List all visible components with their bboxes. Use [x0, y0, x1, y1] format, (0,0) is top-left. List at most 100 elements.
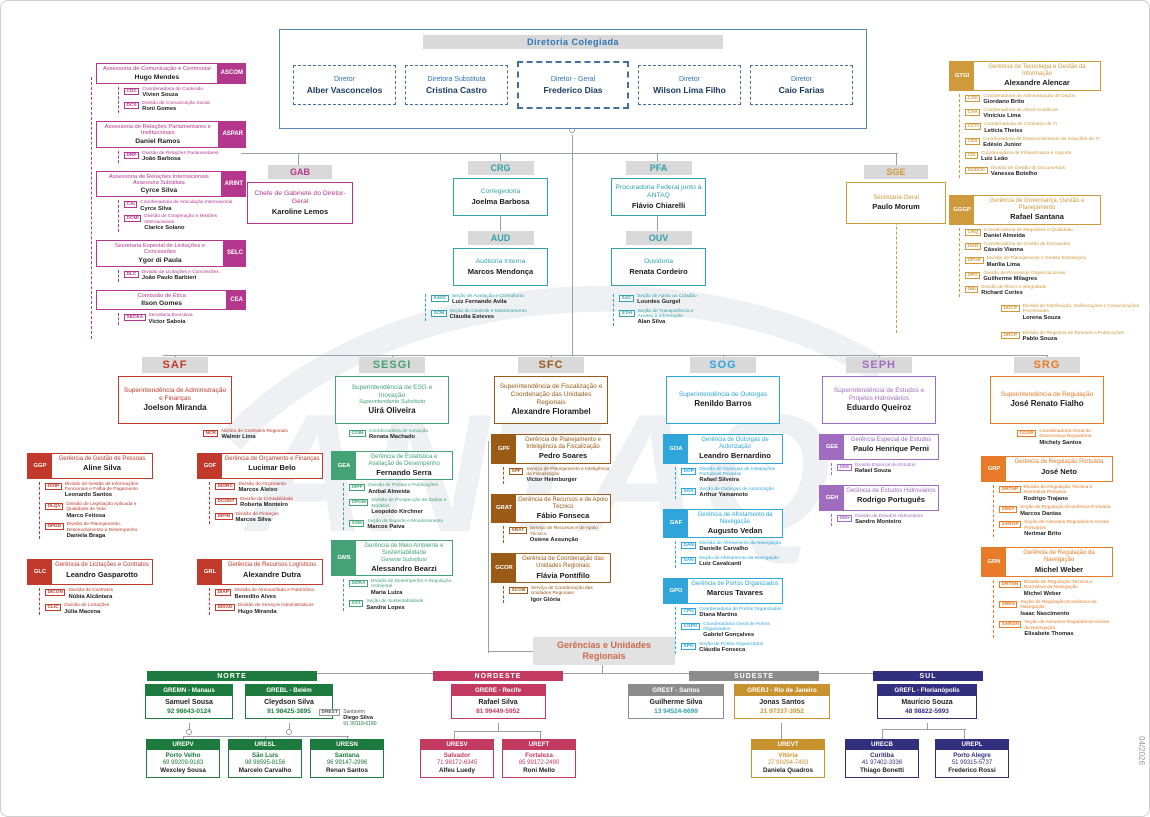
sub-unit-manager: Daniel Almeida [983, 232, 1026, 239]
regional-office: GREST - Santos Guilherme Silva 13 94524-… [628, 684, 724, 719]
director-card: Diretor - Geral Frederico Dias [517, 61, 629, 109]
region-group: SUDESTE GREST - Santos Guilherme Silva 1… [619, 671, 837, 778]
sub-unit-manager: Giordano Brito [983, 98, 1025, 105]
sge-title: Secretaria Geral [873, 194, 919, 202]
superintendency-title: Superintendência de Estudos e Projetos H… [833, 387, 925, 402]
unit-office-city: São Luís [251, 751, 279, 759]
unit-office-code: UREVT [752, 739, 824, 750]
sub-unit-code: DIAP [215, 589, 232, 597]
superintendency-units: GGP Gerência de Gestão de Pessoas Aline … [27, 452, 323, 625]
director-role: Diretor [790, 75, 812, 83]
unit-title: Auditoria Interna [475, 258, 526, 266]
sub-unit-code: DPGE [965, 257, 984, 265]
gerencia-group: GRP Gerência de Regulação Portuária José… [981, 456, 1113, 538]
unit-office: UREVT Vitória 27 99294-7493 Daniela Quad… [751, 738, 825, 778]
superintendency-box: Superintendência de Outorgas Renildo Bar… [666, 376, 780, 424]
superintendency-box: Superintendência de ESG e Inovação Super… [335, 376, 449, 424]
regional-office: GREBL - Belém Cleydson Silva 91 98425-38… [245, 684, 333, 719]
regional-office: GREFL - Florianópolis Maurício Souza 48 … [877, 684, 977, 719]
unit-office-manager: Frederico Rossi [948, 766, 996, 774]
unit-office-city: Porto Alegre [953, 751, 991, 759]
unit-box: Assessoria de Relações Internacionais As… [96, 170, 246, 198]
central-unit: CRG Corregedoria Joelma Barbosa [453, 161, 548, 224]
unit-office-city: Vitória [778, 751, 798, 759]
gerencia-title: Gerência de Estudos Hidroviários [846, 487, 936, 494]
superintendency-box: Superintendência de Administração e Fina… [118, 376, 232, 424]
gerencia-code-tag: GCOR [492, 554, 516, 582]
unit-office-code: UREPV [147, 739, 219, 750]
sub-unit-code: CGPO [681, 622, 701, 630]
sub-unit-manager: Arthur Yamamoto [699, 491, 748, 498]
region-unit-offices: UREVT Vitória 27 99294-7493 Daniela Quad… [619, 738, 825, 778]
gerencia-code-tag: GGP [28, 453, 52, 478]
director-card: Diretor Caio Farias [750, 65, 853, 105]
sub-unit-title: Coordenadoria de Articulação Internacion… [140, 200, 233, 206]
sub-unit-code: STAI [619, 309, 635, 317]
superintendency-column: SAF Superintendência de Administração e … [27, 357, 323, 625]
unit-office: URESL São Luís 98 98595-8156 Marcelo Car… [228, 738, 302, 778]
sub-office-code: DREST [319, 709, 341, 716]
sub-unit-manager: Júlia Macena [64, 608, 101, 615]
aide-unit: CGGR Coordenadoria Geral de Governança R… [1017, 429, 1113, 446]
unit-children: CAI Coordenadoria de Articulação Interna… [118, 200, 246, 232]
sub-unit-title: Serviço de Planejamento e Inteligência d… [526, 466, 610, 477]
connector-line [91, 77, 92, 339]
sub-unit-code: SPF [509, 467, 524, 475]
sub-unit-manager: Richard Cortes [981, 290, 1023, 297]
sub-unit-manager: Victor Saboia [148, 318, 186, 325]
gerencia-children: DRTNP Divisão de Regulação Técnica e Nor… [993, 485, 1113, 538]
director-name: Caio Farias [778, 84, 825, 95]
sub-unit-code: DRP [124, 151, 140, 159]
sub-unit: SAC Seção de Apoio ao Cidadão Lourdes Gu… [619, 294, 706, 306]
unit-office: UREFT Fortaleza 85 99172-2490 Roni Mello [502, 738, 576, 778]
sub-unit: SPO Seção de Portos Organizados Cláudia … [681, 642, 783, 654]
gerencia-manager: Augusto Vedan [707, 525, 763, 535]
unit-code: PFA [625, 161, 692, 175]
gerencia-children: DIAP Divisão de Almoxarifado e Patrimôni… [209, 588, 323, 616]
sub-unit-title: Divisão de Cooperação e Missões Internac… [144, 214, 218, 225]
sub-unit: SAN Seção de Afretamento da Navegação Lu… [681, 556, 783, 568]
gerencia-children: DDRA Divisão de Desempenho e Regulação A… [343, 579, 453, 612]
unit-office-manager: Daniela Quadros [762, 766, 814, 774]
advisory-unit: Assessoria de Relações Parlamentares e I… [96, 120, 246, 163]
unit-office: URECB Curitiba 41 97402-3336 Thiago Bone… [845, 738, 919, 778]
unit-children: DRP Divisão de Relações Parlamentares Jo… [118, 150, 246, 163]
unit-children: SAC Seção de Apoio ao Cidadão Lourdes Gu… [613, 294, 706, 327]
unit-code-tag: ARINT [221, 170, 246, 198]
superintendency-box: Superintendência de Regulação José Renat… [990, 376, 1104, 424]
aide-unit: NCR Núcleo de Contratos Regionais Walmir… [203, 429, 323, 441]
sub-unit-title: Seção de Controle e Monitoramento [449, 308, 527, 314]
gerencia-group: GEH Gerência de Estudos Hidroviários Rod… [819, 484, 939, 526]
unit-code: CRG [467, 161, 534, 175]
aide-manager: Renata Machado [369, 434, 416, 441]
sub-unit: SSM Seção de Suporte e Monitoramento Mar… [349, 519, 453, 531]
gerencia-code-tag: GOF [198, 453, 222, 478]
superintendency-code: SESGI [359, 357, 425, 373]
sub-unit-title: Divisão de Licitações [64, 603, 110, 609]
gerencia-manager: Fernando Serra [376, 468, 432, 478]
sub-unit-code: DAN [681, 542, 697, 550]
sub-unit-manager: Aníbal Almeida [368, 488, 410, 495]
unit-office-manager: Renan Santos [326, 766, 368, 774]
sub-unit-title: Seção de Assuntos Regulatórios Gerais Po… [1024, 520, 1109, 531]
sub-unit-manager: Leonardo Santos [64, 492, 113, 499]
sub-unit-code: CLIC [45, 604, 62, 612]
advisory-unit: Secretaria Especial de Licitações e Conc… [96, 239, 246, 282]
superintendency-aides: COIN Coordenadoria de Inovação Renata Ma… [349, 429, 453, 441]
director-card: Diretora Substituta Cristina Castro [405, 65, 508, 105]
sub-unit-manager: Elisabete Thomas [1024, 630, 1074, 637]
superintendency-code: SOG [690, 357, 756, 373]
sub-unit: DIORC Divisão de Orçamento Marcos Aleixo [215, 482, 323, 494]
region-main-offices: GREMN - Manaus Samuel Sousa 92 98643-012… [145, 684, 391, 719]
superintendency-aides: NCR Núcleo de Contratos Regionais Walmir… [203, 429, 323, 441]
sub-unit-title: Divisão de Contratos [68, 588, 113, 594]
sub-unit-title: Divisão de Prospecção de Dados e Modelos [371, 498, 447, 509]
sub-unit-title: Divisão de Almoxarifado e Patrimônio [234, 588, 315, 594]
gab-code: GAB [268, 165, 332, 179]
gerencia-title: Gerência de Meio Ambiente e Sustentabili… [364, 543, 444, 557]
gerencia-box: GLC Gerência de Licitações e Contratos L… [27, 559, 153, 586]
sub-unit-code: DGIP [45, 482, 62, 490]
office-phone: 13 94524-6699 [654, 707, 698, 715]
gerencia-title: Gerência Especial de Estudos [850, 437, 932, 443]
